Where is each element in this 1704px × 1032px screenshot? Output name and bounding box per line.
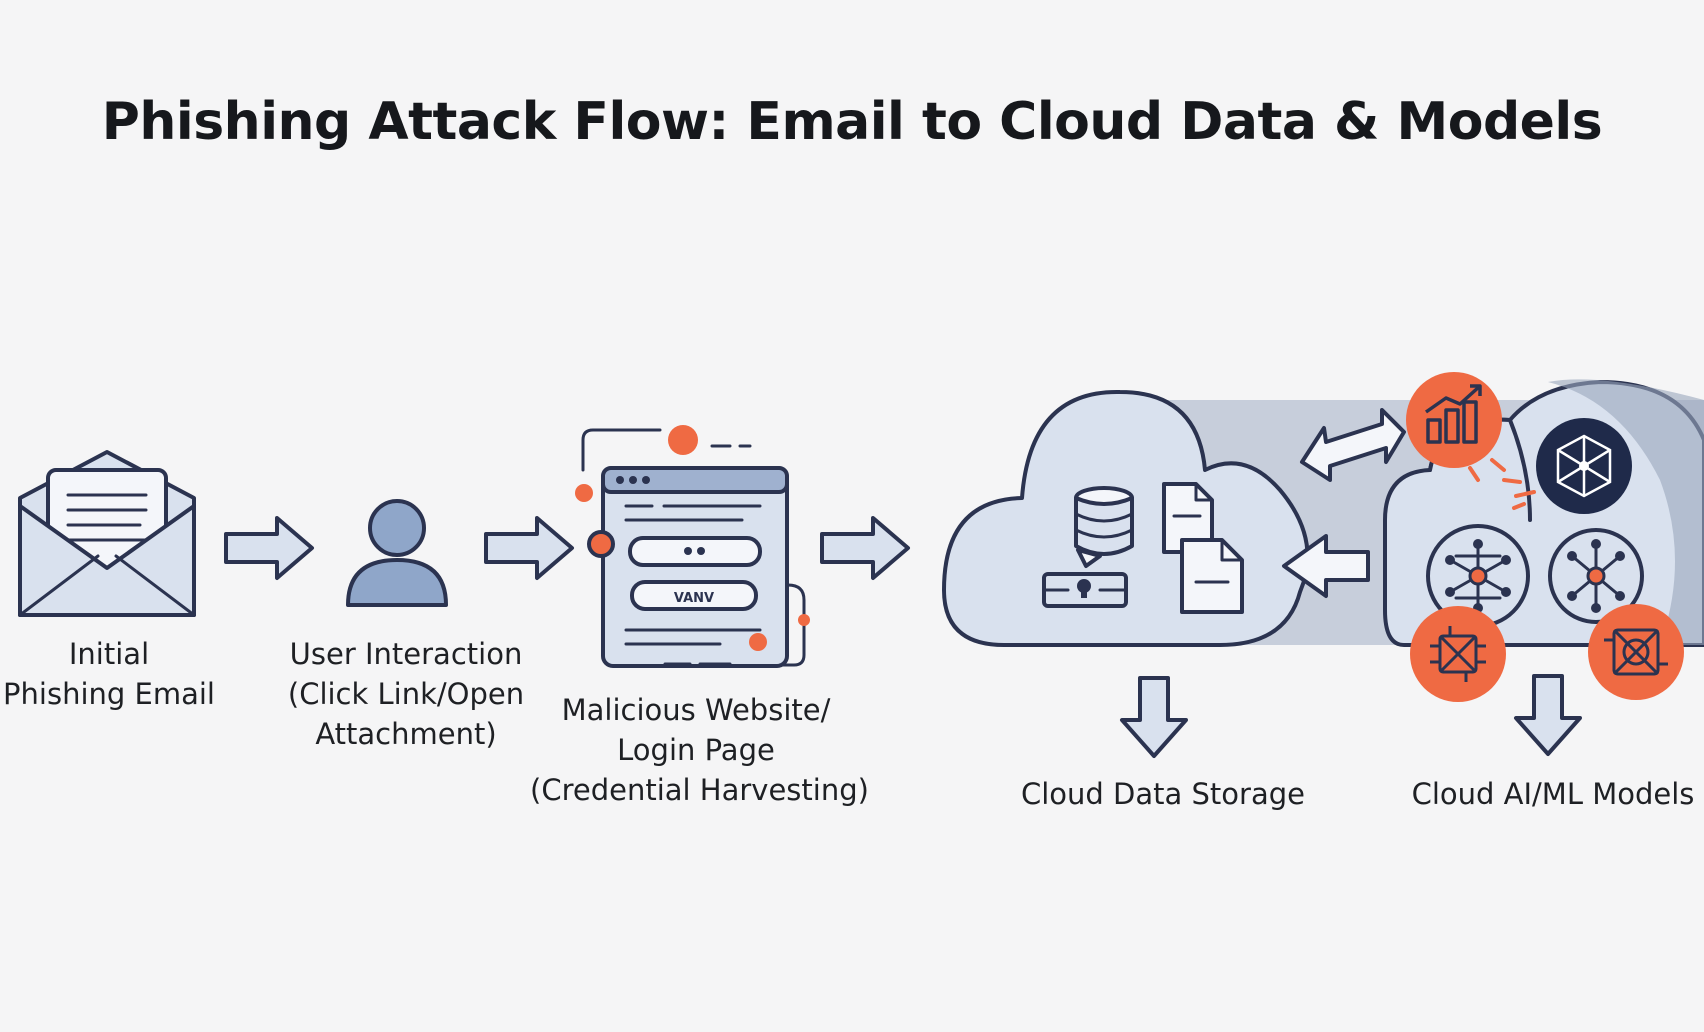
label-cloud-data-storage: Cloud Data Storage (1020, 774, 1306, 814)
label-line: Login Page (617, 733, 775, 767)
flow-arrow-2 (484, 516, 574, 580)
label-line: User Interaction (289, 637, 523, 671)
label-line: Malicious Website/ (561, 693, 831, 727)
label-malicious-website: Malicious Website/ Login Page (Credentia… (530, 690, 869, 810)
envelope-icon (18, 450, 196, 617)
label-line: (Credential Harvesting) (530, 773, 869, 807)
label-line: (Click Link/Open (287, 677, 525, 711)
label-line: Attachment) (315, 717, 497, 751)
circuit-chip-icon (1410, 606, 1506, 702)
label-cloud-ai-ml-models: Cloud AI/ML Models (1408, 774, 1698, 814)
page-title: Phishing Attack Flow: Email to Cloud Dat… (101, 92, 1603, 152)
neural-network-icon (1536, 418, 1632, 514)
bidirectional-arrow (1300, 408, 1406, 482)
login-field-text: VANV (674, 591, 714, 606)
down-arrow-storage (1120, 676, 1188, 758)
cloud-ai-icon (1383, 372, 1704, 702)
cloud-storage-icon (942, 389, 1310, 647)
label-line: Cloud AI/ML Models (1411, 777, 1695, 811)
label-initial-phishing-email: Initial Phishing Email (2, 634, 216, 714)
label-line: Phishing Email (3, 677, 215, 711)
label-user-interaction: User Interaction (Click Link/Open Attach… (284, 634, 528, 754)
down-arrow-models (1514, 674, 1582, 756)
label-line: Cloud Data Storage (1021, 777, 1305, 811)
processor-chip-icon (1588, 604, 1684, 700)
analytics-chart-icon (1406, 372, 1502, 468)
flow-arrow-3 (820, 516, 910, 580)
browser-login-icon: VANV (575, 425, 810, 668)
back-arrow (1282, 534, 1370, 598)
label-line: Initial (68, 637, 150, 671)
flow-arrow-1 (224, 516, 314, 580)
user-icon (346, 499, 448, 607)
